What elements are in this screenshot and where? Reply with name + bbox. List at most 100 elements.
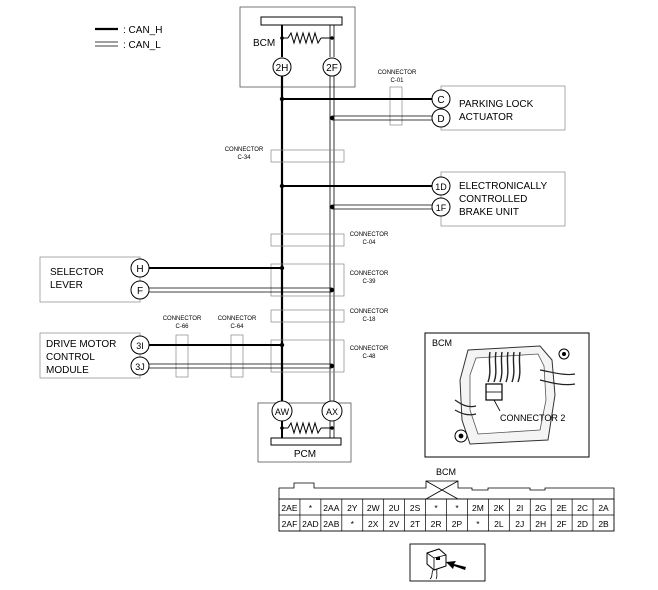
drive-motor-branch bbox=[149, 342, 335, 369]
pcm-pin-aw: AW bbox=[271, 400, 293, 422]
svg-text:C-04: C-04 bbox=[362, 240, 376, 246]
connector-c18: CONNECTOR C-18 bbox=[270, 309, 389, 323]
pinout-cell: 2R bbox=[431, 519, 442, 529]
selector-label-2: LEVER bbox=[50, 280, 83, 291]
pinout-cell: 2G bbox=[535, 503, 546, 513]
connector-c39: CONNECTOR C-39 bbox=[270, 263, 389, 297]
parking-lock-pin-c: C bbox=[437, 95, 444, 106]
photo-bcm-label: BCM bbox=[432, 338, 452, 348]
legend: : CAN_H : CAN_L bbox=[95, 25, 162, 51]
can-bus-main bbox=[280, 76, 335, 403]
parking-lock-actuator: C D PARKING LOCK ACTUATOR bbox=[431, 85, 566, 131]
svg-text:CONNECTOR: CONNECTOR bbox=[350, 309, 389, 315]
pinout-cell: * bbox=[476, 519, 480, 529]
brake-unit-pin-1f: 1F bbox=[436, 203, 447, 213]
parking-lock-branch bbox=[279, 96, 432, 121]
brake-unit: 1D 1F ELECTRONICALLY CONTROLLED BRAKE UN… bbox=[431, 171, 566, 227]
svg-text:AW: AW bbox=[275, 407, 290, 417]
svg-text:CONNECTOR: CONNECTOR bbox=[218, 316, 257, 322]
pinout-cell: 2V bbox=[389, 519, 400, 529]
pinout-cell: 2D bbox=[577, 519, 588, 529]
drive-motor-label-2: CONTROL bbox=[46, 352, 95, 363]
bcm-location-photo: BCM CONNECTOR 2 bbox=[424, 332, 590, 458]
brake-unit-label-1: ELECTRONICALLY bbox=[459, 181, 548, 192]
pinout-cell: 2U bbox=[389, 503, 400, 513]
svg-text:2F: 2F bbox=[326, 63, 338, 74]
connector-c64: CONNECTOR C-64 bbox=[218, 316, 257, 378]
bcm-pin-2f: 2F bbox=[322, 57, 342, 77]
pinout-table: 2AE * 2AA 2Y 2W 2U 2S * * 2M 2K 2I 2G 2E 2C 2A 2AF 2AD 2AB… bbox=[278, 498, 615, 532]
svg-text:C-18: C-18 bbox=[362, 317, 376, 323]
bcm-module: BCM bbox=[239, 6, 356, 88]
connector-view-icon bbox=[409, 543, 486, 582]
pcm-pin-ax: AX bbox=[321, 400, 343, 422]
pinout-cell: 2X bbox=[368, 519, 379, 529]
pinout-cell: 2AF bbox=[282, 519, 298, 529]
parking-lock-pin-d: D bbox=[437, 114, 444, 125]
pcm-label: PCM bbox=[294, 449, 316, 460]
pinout-cell: 2A bbox=[598, 503, 609, 513]
pinout-cell: * bbox=[455, 503, 459, 513]
selector-pin-f: F bbox=[137, 286, 143, 297]
pinout-title: BCM bbox=[436, 467, 456, 477]
pinout-cell: 2AD bbox=[302, 519, 319, 529]
drive-motor-label-3: MODULE bbox=[46, 365, 89, 376]
pinout-cell: 2C bbox=[577, 503, 588, 513]
pinout-cell: 2E bbox=[556, 503, 567, 513]
pinout-cell: 2AA bbox=[323, 503, 339, 513]
legend-can-l: : CAN_L bbox=[123, 40, 161, 51]
parking-lock-label-2: ACTUATOR bbox=[459, 112, 513, 123]
pinout-cell: 2J bbox=[515, 519, 524, 529]
selector-pin-h: H bbox=[136, 264, 143, 275]
pinout-cell: 2W bbox=[367, 503, 380, 513]
connector-c34: CONNECTOR C-34 bbox=[225, 147, 345, 163]
pinout-cell: 2AB bbox=[323, 519, 339, 529]
svg-text:C-64: C-64 bbox=[230, 324, 244, 330]
pinout-cell: 2F bbox=[557, 519, 567, 529]
pinout-cell: 2Y bbox=[347, 503, 358, 513]
legend-can-h: : CAN_H bbox=[123, 25, 162, 36]
svg-text:C-01: C-01 bbox=[390, 78, 404, 84]
pinout-cell: 2S bbox=[410, 503, 421, 513]
drive-motor-label-1: DRIVE MOTOR bbox=[46, 339, 116, 350]
pinout-cell: 2H bbox=[535, 519, 546, 529]
brake-unit-label-2: CONTROLLED bbox=[459, 194, 527, 205]
brake-unit-label-3: BRAKE UNIT bbox=[459, 207, 519, 218]
connector-c04: CONNECTOR C-04 bbox=[270, 232, 389, 247]
brake-unit-pin-1d: 1D bbox=[435, 182, 447, 192]
photo-connector-callout: CONNECTOR 2 bbox=[500, 413, 565, 423]
pinout-cell: 2L bbox=[494, 519, 504, 529]
pinout-cell: 2I bbox=[516, 503, 523, 513]
drive-motor-module: 3I 3J DRIVE MOTOR CONTROL MODULE bbox=[39, 332, 150, 379]
svg-text:CONNECTOR: CONNECTOR bbox=[163, 316, 202, 322]
svg-text:CONNECTOR: CONNECTOR bbox=[350, 271, 389, 277]
pinout-cell: 2B bbox=[598, 519, 609, 529]
pinout-cell: 2AE bbox=[281, 503, 297, 513]
svg-text:C-34: C-34 bbox=[237, 155, 251, 161]
pinout-cell: * bbox=[309, 503, 313, 513]
svg-text:C-48: C-48 bbox=[362, 354, 376, 360]
connector-c48: CONNECTOR C-48 bbox=[270, 339, 389, 373]
svg-text:C-39: C-39 bbox=[362, 279, 376, 285]
pinout-cell: * bbox=[351, 519, 355, 529]
selector-branch bbox=[149, 265, 335, 293]
pinout-cell: 2M bbox=[472, 503, 484, 513]
pinout-cell: 2K bbox=[494, 503, 505, 513]
connector-c01: CONNECTOR C-01 bbox=[378, 70, 417, 126]
drive-motor-pin-3j: 3J bbox=[135, 362, 145, 372]
bcm-label: BCM bbox=[253, 38, 275, 49]
selector-label-1: SELECTOR bbox=[50, 267, 104, 278]
svg-text:CONNECTOR: CONNECTOR bbox=[350, 232, 389, 238]
svg-text:AX: AX bbox=[326, 407, 338, 417]
bcm-pin-2h: 2H bbox=[272, 57, 292, 77]
svg-text:2H: 2H bbox=[276, 63, 289, 74]
svg-text:CONNECTOR: CONNECTOR bbox=[378, 70, 417, 76]
brake-unit-branch bbox=[279, 183, 432, 210]
selector-lever: H F SELECTOR LEVER bbox=[39, 256, 150, 303]
svg-text:C-66: C-66 bbox=[175, 324, 189, 330]
svg-text:CONNECTOR: CONNECTOR bbox=[225, 147, 264, 153]
pinout-header: BCM bbox=[278, 467, 615, 500]
parking-lock-label-1: PARKING LOCK bbox=[459, 99, 534, 110]
pinout-cell: * bbox=[434, 503, 438, 513]
